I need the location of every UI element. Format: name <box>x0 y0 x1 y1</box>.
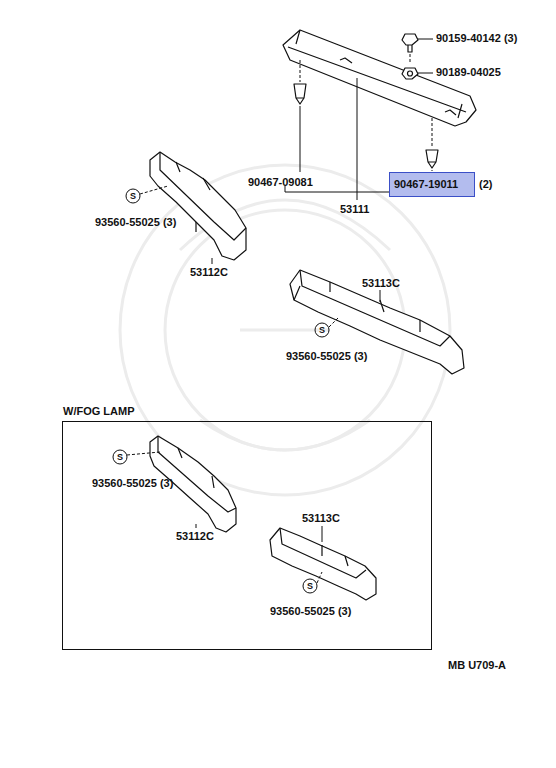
bolt <box>402 34 418 52</box>
part-number: 90467-19011 <box>390 173 474 196</box>
bumper-retainer <box>150 152 246 260</box>
part-number: 90159-40142 (3) <box>436 32 517 45</box>
nut <box>402 68 418 79</box>
part-number: 93560-55025 (3) <box>286 350 367 363</box>
part-number: 93560-55025 (3) <box>95 216 176 229</box>
circled-symbol: S <box>126 189 140 203</box>
figure-number: MB U709-A <box>448 659 506 672</box>
leader-lines <box>113 39 433 593</box>
circled-symbol: S <box>303 579 317 593</box>
circled-symbol: S <box>315 323 329 337</box>
part-number: 93560-55025 (3) <box>270 605 351 618</box>
clip <box>426 150 438 168</box>
part-number: 90467-09081 <box>248 176 313 189</box>
part-number: 53111 <box>340 203 369 216</box>
bumper-retainer <box>270 528 376 600</box>
highlighted-part: 90467-19011 <box>389 172 475 197</box>
clip <box>294 84 306 104</box>
circled-symbol: S <box>113 450 127 464</box>
part-number: 53113C <box>302 512 340 525</box>
region-heading: W/FOG LAMP <box>63 405 135 418</box>
part-number: 53112C <box>190 266 228 279</box>
quantity: (2) <box>479 178 492 191</box>
part-number: 53113C <box>362 277 400 290</box>
part-number: 53112C <box>176 530 214 543</box>
part-number: 93560-55025 (3) <box>92 477 173 490</box>
part-number: 90189-04025 <box>436 66 501 79</box>
